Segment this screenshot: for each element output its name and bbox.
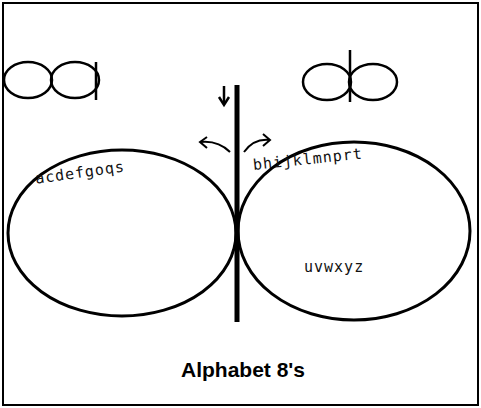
letter-group: uvwxyz <box>304 258 364 276</box>
small-a-eight <box>4 62 99 100</box>
letter-group: acdefgoqs <box>34 157 126 187</box>
direction-arrows <box>200 134 270 152</box>
start-arrow <box>219 86 229 105</box>
caption: Alphabet 8's <box>181 358 305 382</box>
eight-loop: acdefgoqs <box>6 148 238 318</box>
eight-loop: bhijklmnprtuvwxyz <box>236 140 472 322</box>
center-line <box>235 85 240 322</box>
frame-border <box>3 3 478 405</box>
small-d-eight <box>303 50 397 102</box>
